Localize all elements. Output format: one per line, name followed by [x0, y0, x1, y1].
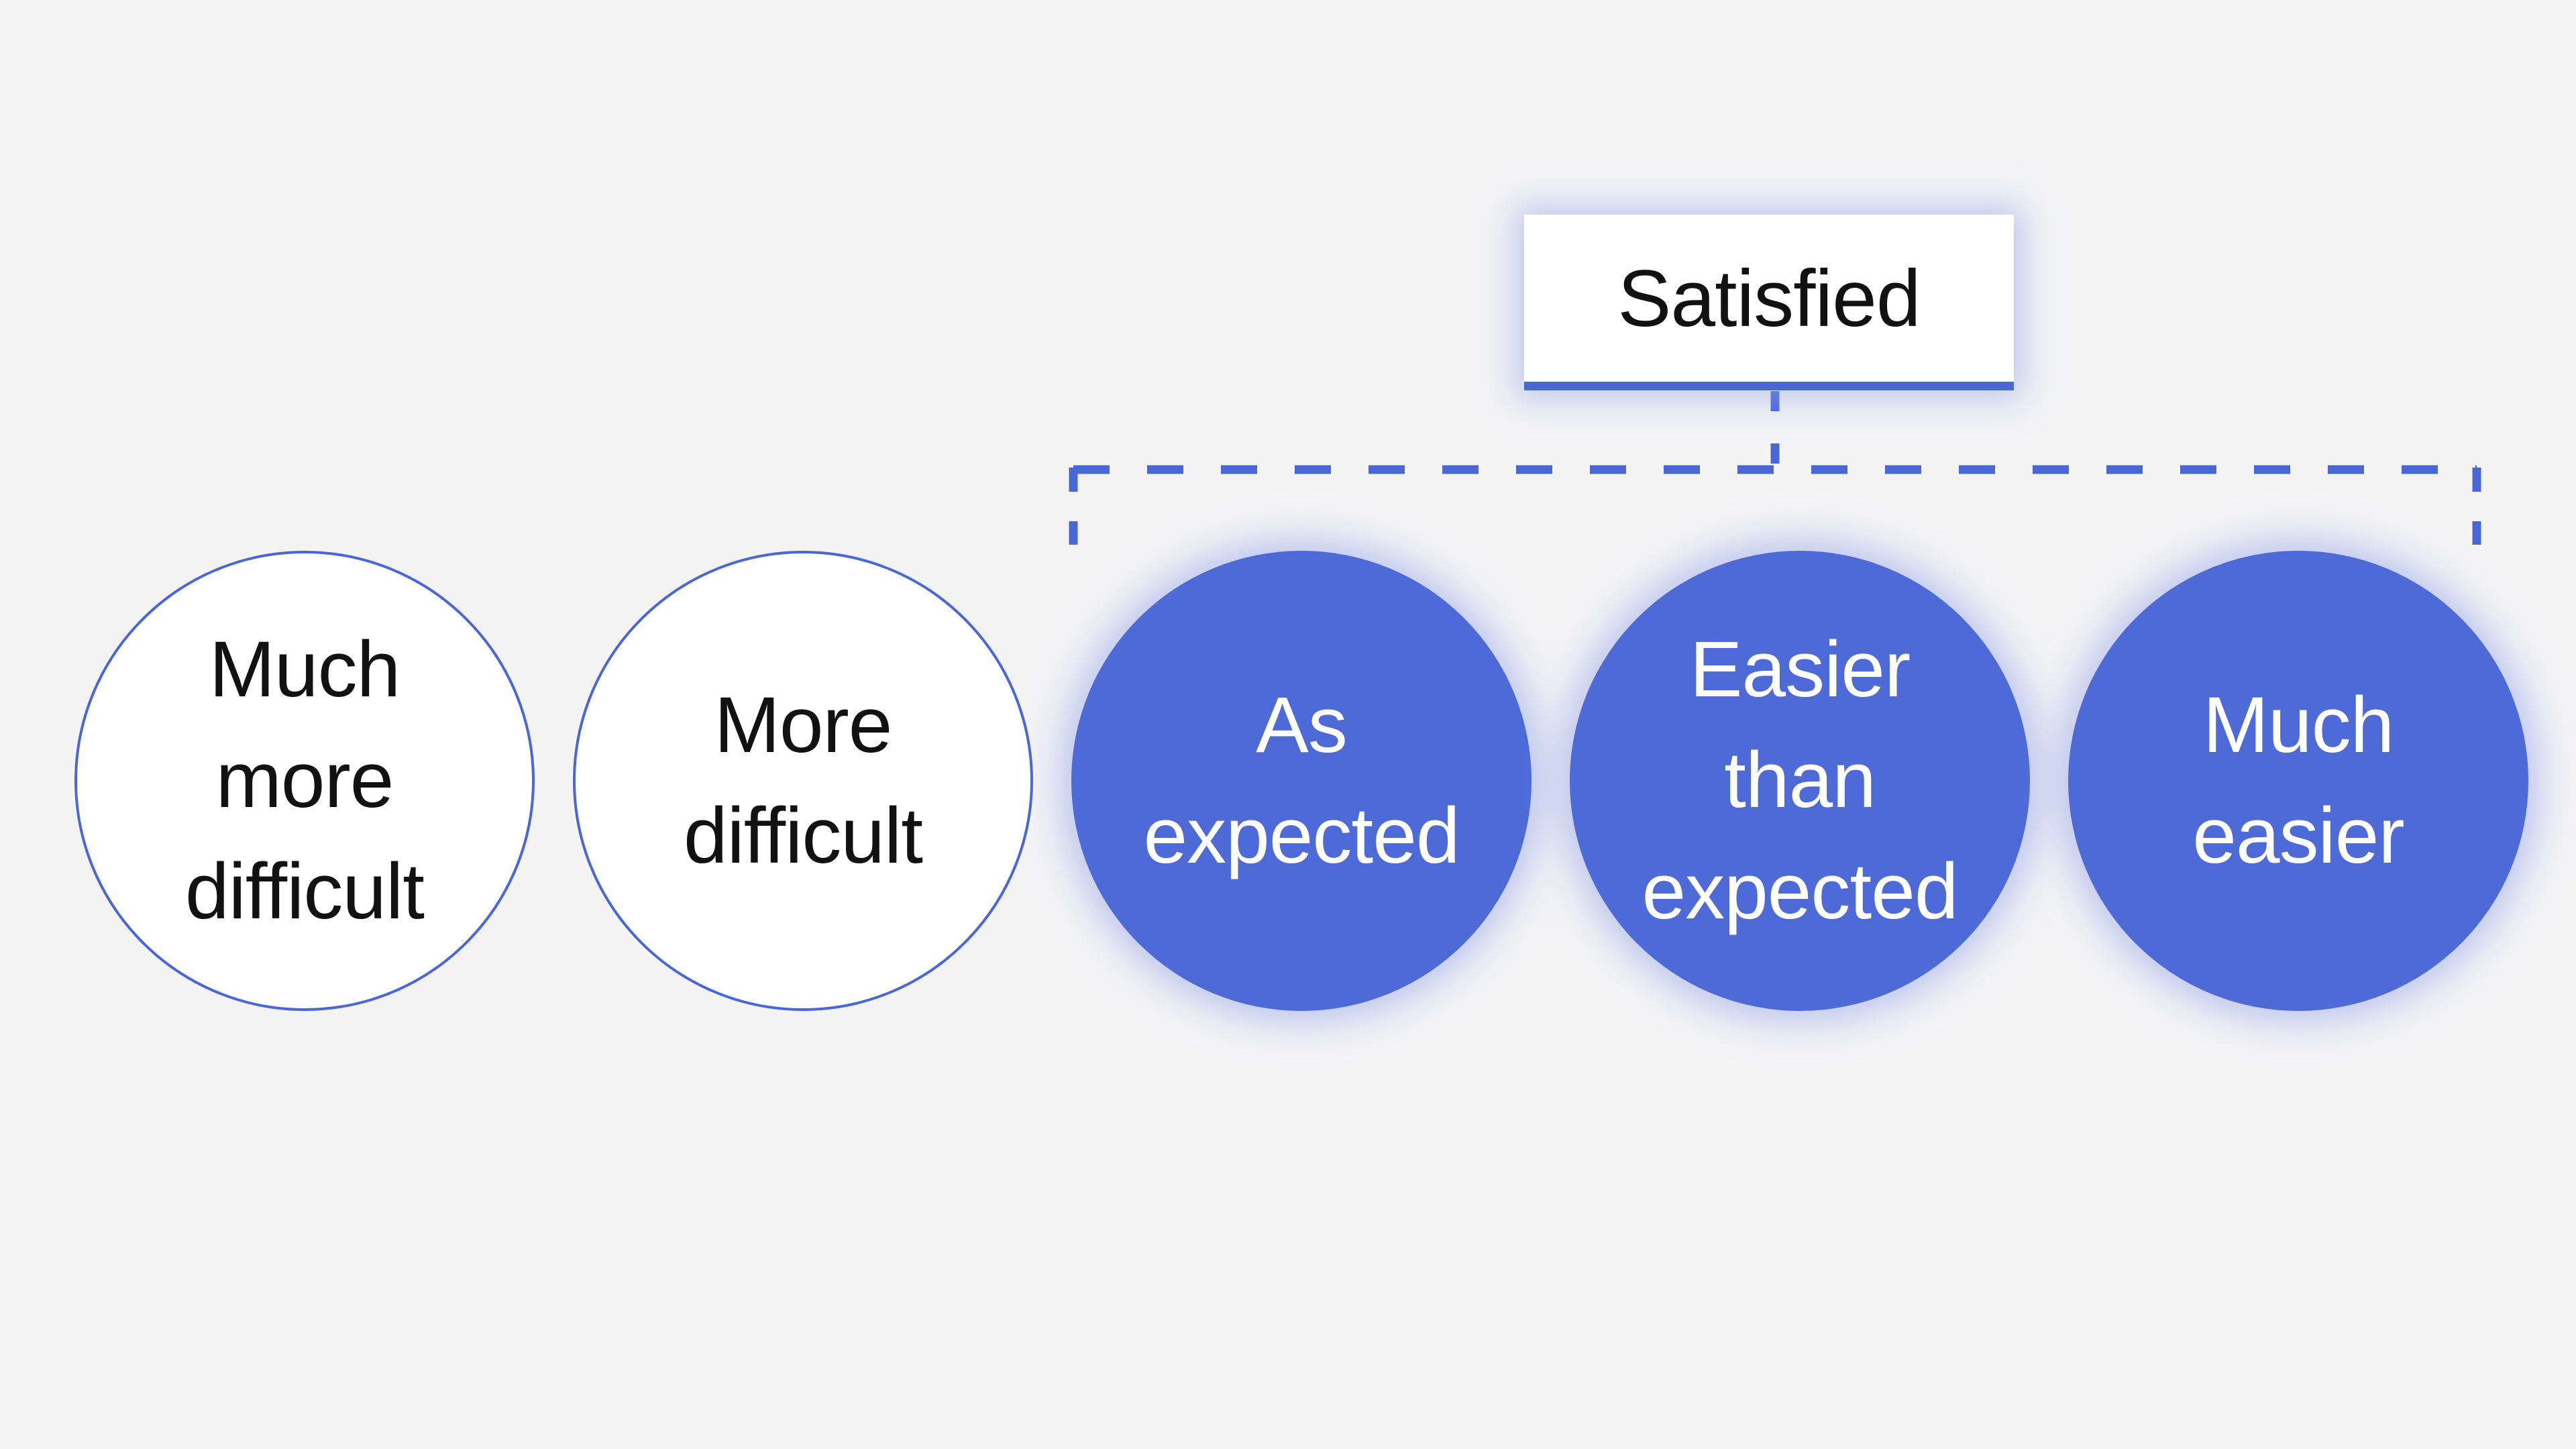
node-label: Much easier	[2192, 680, 2404, 880]
node-label: Much more difficult	[184, 625, 425, 936]
node-much-more-difficult: Much more difficult	[74, 551, 535, 1011]
node-label: More difficult	[683, 680, 923, 880]
satisfied-label-box: Satisfied	[1524, 215, 2014, 390]
node-as-expected: As expected	[1071, 551, 1532, 1011]
node-label: As expected	[1143, 680, 1460, 880]
node-label: Easier than expected	[1642, 625, 1959, 936]
satisfied-label-text: Satisfied	[1617, 253, 1921, 343]
node-more-difficult: More difficult	[573, 551, 1033, 1011]
node-much-easier: Much easier	[2068, 551, 2528, 1011]
node-easier-than-expected: Easier than expected	[1570, 551, 2030, 1011]
